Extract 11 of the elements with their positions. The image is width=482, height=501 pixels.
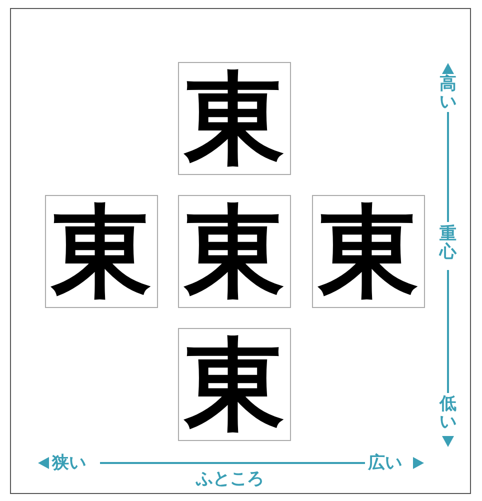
axis-label: ふところ <box>196 471 264 488</box>
character-box: 東 <box>178 328 291 441</box>
character-box: 東 <box>178 62 291 175</box>
axis-label: 高い <box>439 76 457 112</box>
character-box: 東 <box>45 195 158 308</box>
axis-label: 重心 <box>439 226 457 262</box>
axis-label: 広い <box>368 455 402 472</box>
character-box: 東 <box>312 195 425 308</box>
character-box: 東 <box>178 195 291 308</box>
axis-label: 狭い <box>52 455 86 472</box>
axis-label: 低い <box>439 396 457 432</box>
